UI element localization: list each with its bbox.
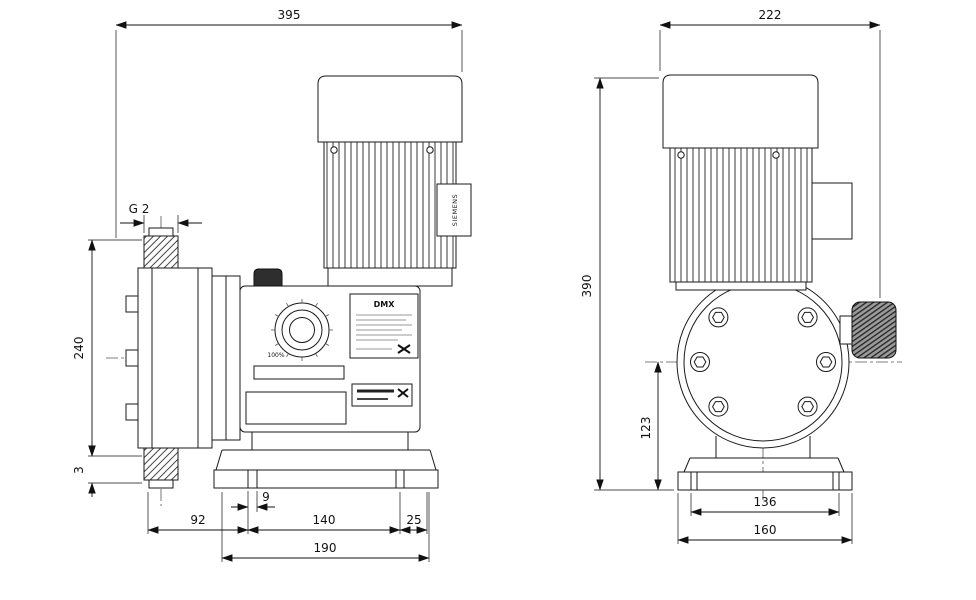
terminal-box: [436, 183, 472, 237]
fan-cover: [317, 75, 463, 143]
vent-cap: [253, 268, 283, 287]
motor-bolt: [772, 151, 780, 159]
motor-bolt: [330, 146, 338, 154]
knob-max-label: 100%: [267, 352, 284, 359]
dim-222-label: 222: [759, 8, 782, 22]
threaded-connector-bottom: [143, 447, 179, 489]
motor-flange: [327, 267, 453, 287]
model-label: DMX: [374, 300, 396, 309]
stroke-knob: 100%: [267, 299, 333, 361]
base-foot-side: [213, 432, 439, 489]
dim-3-label: 3: [72, 466, 86, 474]
logo-mark: [397, 344, 411, 354]
head-bolt-stub: [125, 403, 139, 421]
cooling-fins: [323, 141, 457, 269]
dim-9-label: 9: [262, 490, 270, 504]
dim-140-label: 140: [313, 513, 336, 527]
dosing-head-side: [125, 267, 241, 449]
dim-240-label: 240: [72, 337, 86, 360]
motor-bolt: [426, 146, 434, 154]
base-foot-front: [677, 436, 853, 491]
dim-160-label: 160: [754, 523, 777, 537]
right-view: 222 390 123 136 160: [580, 8, 902, 544]
motor-front: [662, 74, 853, 291]
right-dimensions: 222 390 123 136 160: [580, 8, 881, 544]
motor-flange: [675, 281, 807, 291]
head-bolt-stub: [125, 295, 139, 313]
dosing-head-front: [676, 275, 850, 449]
head-bolt: [797, 307, 818, 328]
head-bolt-stub: [125, 349, 139, 367]
motor-bolt: [677, 151, 685, 159]
stroke-knob-side: [839, 301, 897, 359]
dim-190-label: 190: [314, 541, 337, 555]
terminal-box: [811, 182, 853, 240]
knob-knurled: [851, 301, 897, 359]
rating-plate: DMX: [349, 293, 419, 359]
fan-cover: [662, 74, 819, 149]
head-bolt: [690, 352, 710, 372]
head-bolt: [708, 396, 729, 417]
motor-brand-label: SIEMENS: [451, 194, 459, 226]
motor-side: SIEMENS: [317, 75, 472, 287]
logo-mark: [397, 388, 409, 398]
threaded-connector-top: [143, 227, 179, 269]
head-bolt: [708, 307, 729, 328]
dim-136-label: 136: [754, 495, 777, 509]
head-bolt: [816, 352, 836, 372]
knob-scale: [271, 299, 333, 361]
housing-panel: [245, 391, 347, 425]
dim-390-label: 390: [580, 275, 594, 298]
brand-plate: [351, 383, 413, 407]
dim-g2-label: G 2: [129, 202, 150, 216]
dim-92-label: 92: [190, 513, 205, 527]
dim-25-label: 25: [406, 513, 421, 527]
housing-slot: [253, 365, 345, 380]
dim-123-label: 123: [639, 417, 653, 440]
left-view: SIEMENS: [72, 8, 472, 562]
dim-395-label: 395: [278, 8, 301, 22]
head-bolt: [797, 396, 818, 417]
left-dimensions: 395 G 2 240 3 9: [72, 8, 463, 562]
cooling-fins: [669, 147, 813, 283]
control-box: 100% DMX: [239, 268, 421, 433]
